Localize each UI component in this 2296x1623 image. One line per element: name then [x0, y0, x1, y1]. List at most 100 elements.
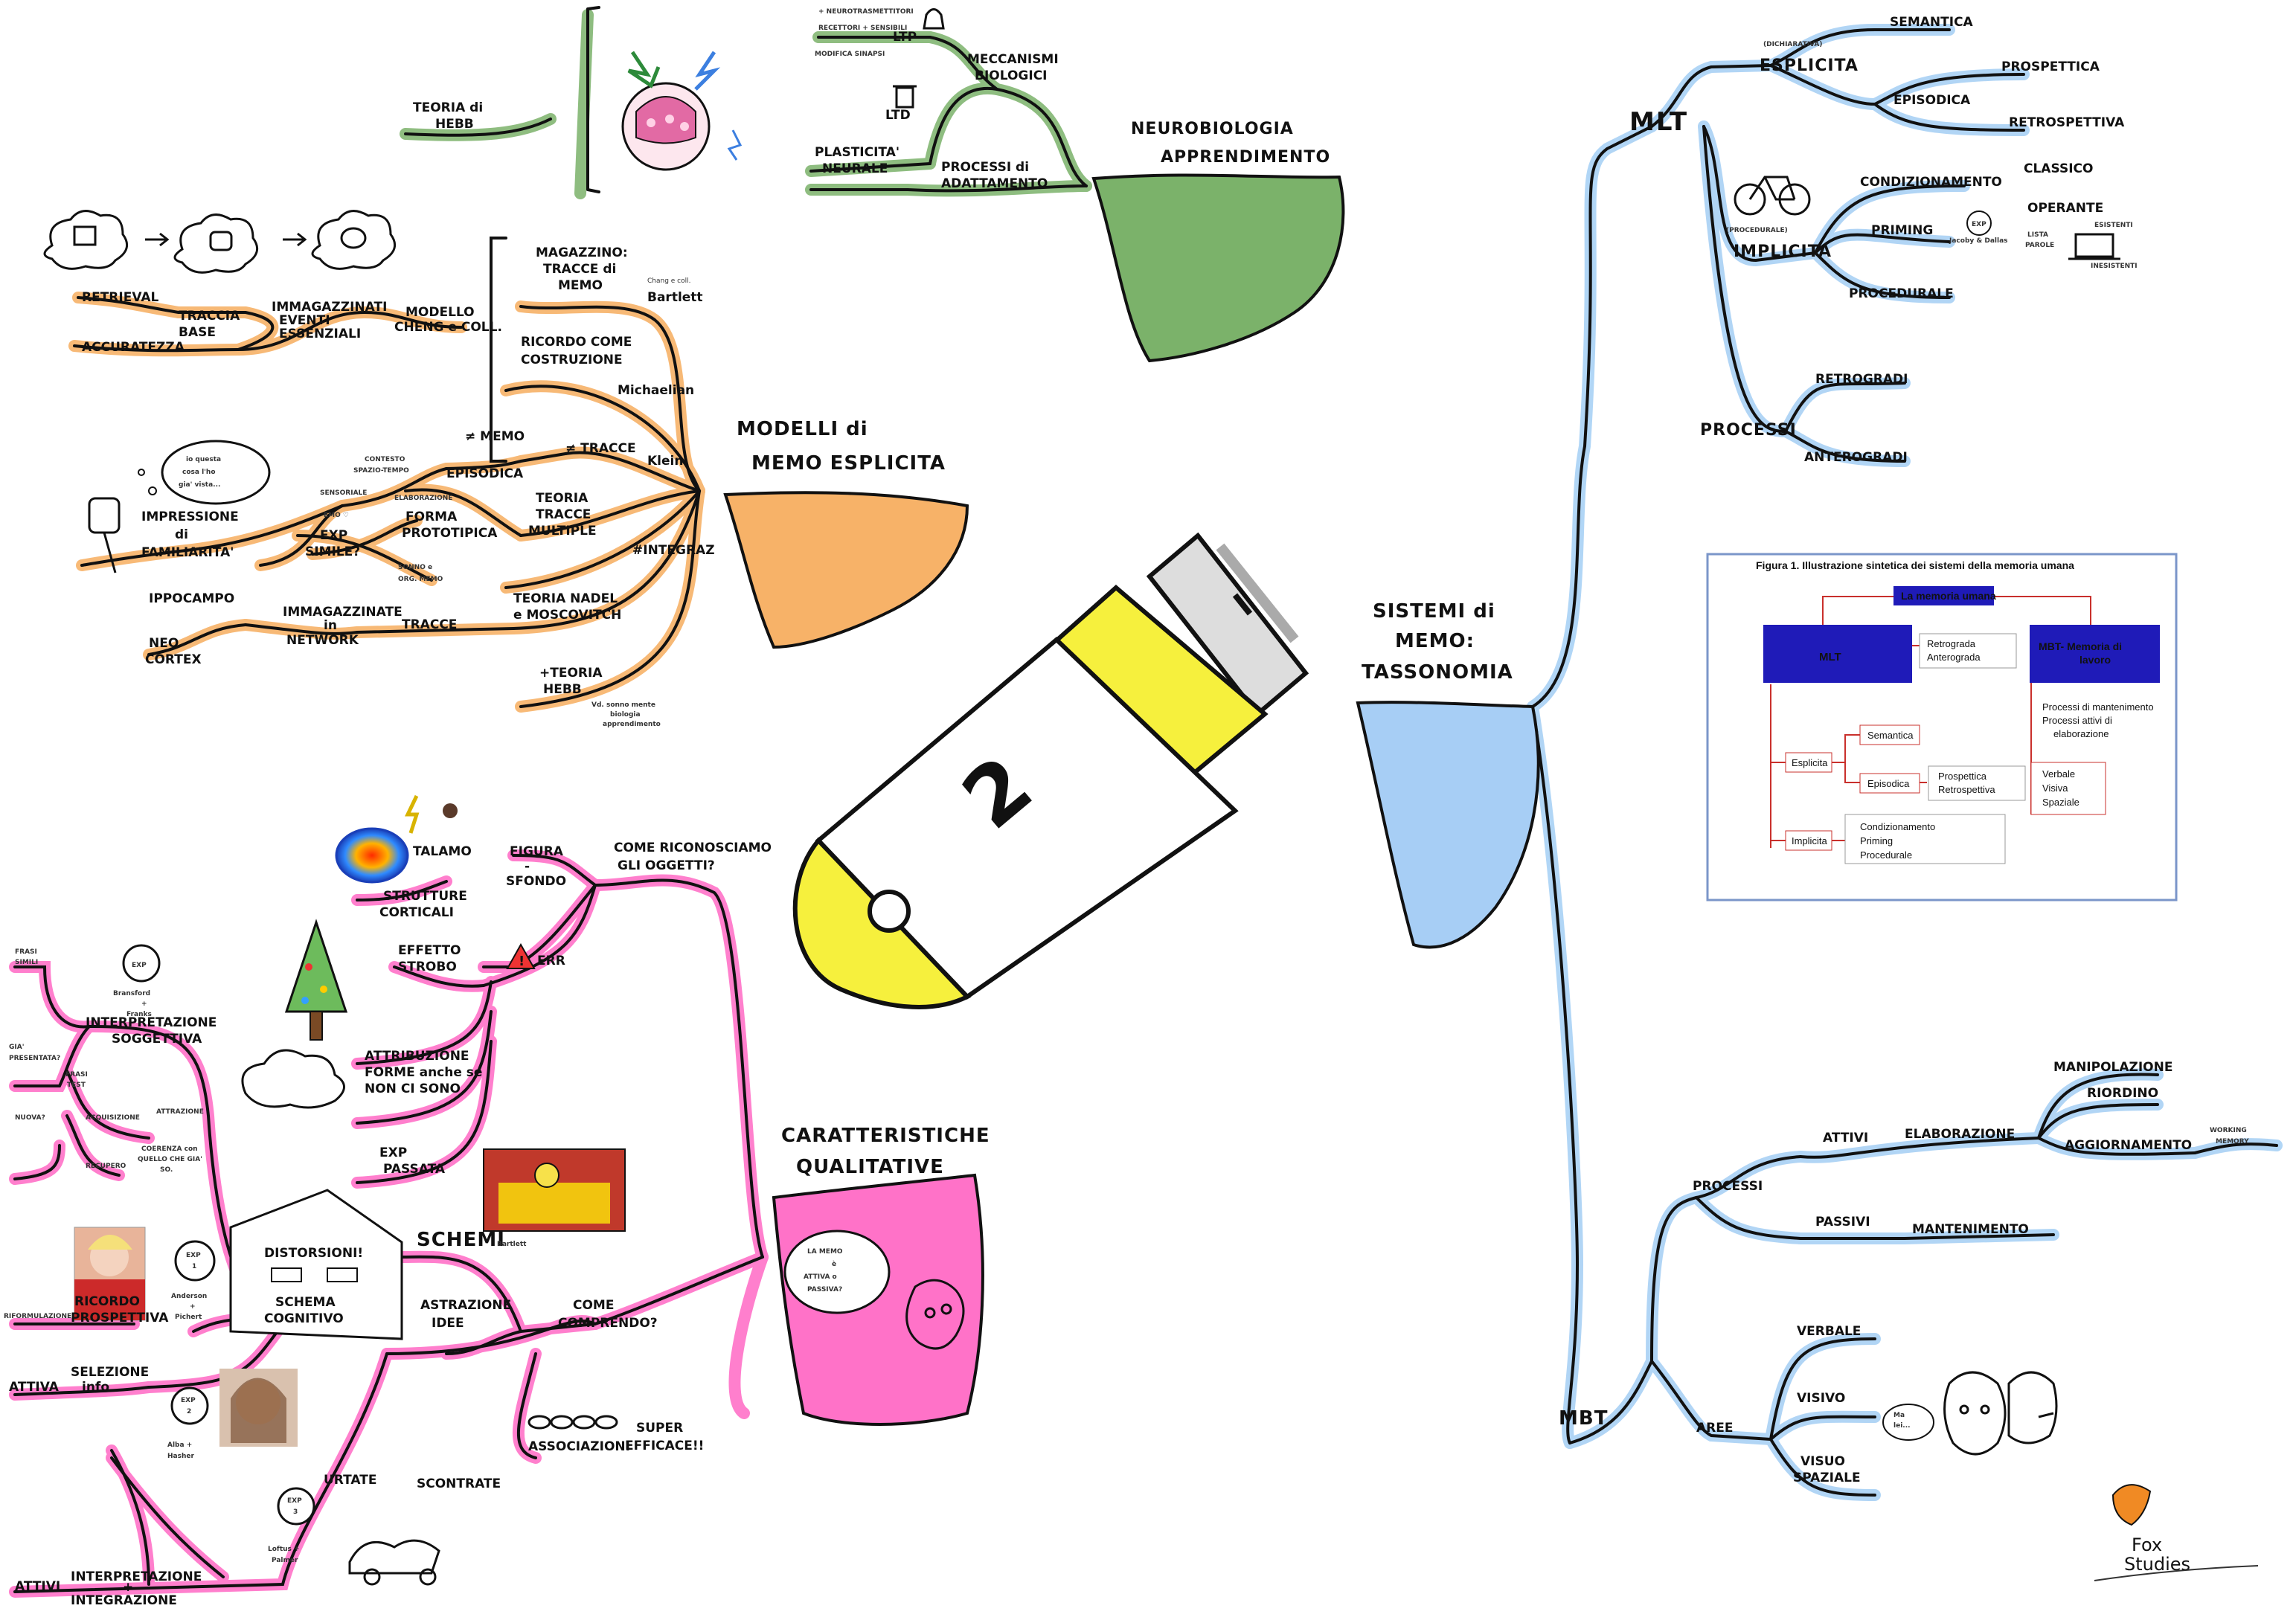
bomb-icon: [443, 803, 458, 818]
processi-mlt-label: PROCESSI: [1700, 421, 1797, 440]
scontrate-label: SCONTRATE: [417, 1476, 501, 1491]
mantenimento-label: MANTENIMENTO: [1912, 1222, 2029, 1237]
mbt-label: MBT: [1559, 1407, 1608, 1430]
usb-stick-illustration: 2: [792, 532, 1309, 1009]
implicita-label: IMPLICITA: [1734, 242, 1832, 261]
green-bucket: [1091, 173, 1345, 363]
ltd-label: LTD: [885, 108, 911, 123]
talamo-label: TALAMO: [413, 844, 472, 859]
brain-heatmap: [335, 827, 409, 884]
svg-text:Jacoby & Dallas: Jacoby & Dallas: [1949, 237, 2008, 245]
chain-links-icon: [527, 1415, 618, 1430]
ltp-label: LTP: [893, 30, 917, 45]
riordino-label: RIORDINO: [2087, 1086, 2158, 1101]
associazioni-label: ASSOCIAZIONI: [528, 1439, 630, 1454]
trash-icon: [893, 85, 917, 109]
plasticita-label: PLASTICITA'NEURALE: [815, 145, 900, 176]
recupero-label: RECUPERO: [86, 1163, 126, 1170]
riformulazione-label: RIFORMULAZIONE: [4, 1313, 71, 1320]
elaborazione-blue-label: ELABORAZIONE: [1905, 1127, 2015, 1142]
thinking-person-orange: [88, 497, 121, 573]
attivi-pink-label: ATTIVI: [15, 1579, 60, 1594]
procedurale-paren-label: (PROCEDURALE): [1726, 227, 1788, 234]
figura-sfondo-label: FIGURA-SFONDO: [506, 844, 566, 889]
dichiarativa-label: (DICHIARATIVA): [1763, 41, 1823, 48]
gia-presentata-label: GIA'PRESENTATA?: [9, 1044, 60, 1062]
anterogradi-label: ANTEROGRADI: [1804, 450, 1908, 465]
lightning-icon: [405, 794, 420, 834]
attrazione-label: ATTRAZIONE: [156, 1108, 204, 1116]
tracce-label: TRACCE: [402, 617, 457, 632]
bartlett-pink-label: Bartlett: [497, 1241, 527, 1248]
di-memo-label: ≠ MEMO: [465, 429, 525, 444]
klein-label: Klein: [647, 454, 683, 469]
christmas-tree-icon: [284, 919, 348, 1041]
fig-semantica-box: [1859, 724, 1920, 745]
figure-taxonomy-table: Figura 1. Illustrazione sintetica dei si…: [1706, 553, 2178, 902]
bedroom-picture: [483, 1148, 626, 1232]
green-connectors: [404, 6, 1088, 193]
mlt-label: MLT: [1629, 107, 1688, 137]
fig-mbt-areas: [2030, 762, 2106, 815]
bransford-label: Bransford+Franks: [113, 990, 152, 1018]
thinking-character-pink: [905, 1279, 965, 1350]
modifica-sinapsi-label: MODIFICA SINAPSI: [815, 51, 885, 58]
portrait-photo-1: [74, 1227, 146, 1321]
fig-implicita-box: [1785, 830, 1832, 851]
svg-text:!: !: [519, 954, 525, 969]
retrospettiva-label: RETROSPETTIVA: [2009, 115, 2125, 130]
fig-root-box: [1893, 586, 1994, 605]
nuova-label: NUOVA?: [15, 1114, 45, 1122]
operante-label: OPERANTE: [2027, 201, 2103, 216]
svg-text:Esplicita: Esplicita: [1792, 757, 1828, 768]
synapse-illustration: [621, 51, 743, 171]
anderson-label: Anderson+Pichert: [171, 1293, 207, 1321]
episodica-blue-label: EPISODICA: [1893, 93, 1971, 108]
accuratezza-label: ACCURATEZZA: [82, 340, 185, 355]
episodica-orange-label: EPISODICA: [446, 466, 524, 481]
sensoriale-label: SENSORIALE: [320, 489, 367, 497]
esistenti-label: ESISTENTI: [2094, 222, 2133, 229]
semantica-label: SEMANTICA: [1890, 15, 1974, 30]
fig-mbt-box: [2030, 625, 2160, 683]
cloud-sequence: [43, 210, 397, 274]
ippocampo-label: IPPOCAMPO: [149, 591, 234, 606]
interpretazione-integrazione-label: INTERPRETAZIONE+INTEGRAZIONE: [71, 1569, 202, 1608]
